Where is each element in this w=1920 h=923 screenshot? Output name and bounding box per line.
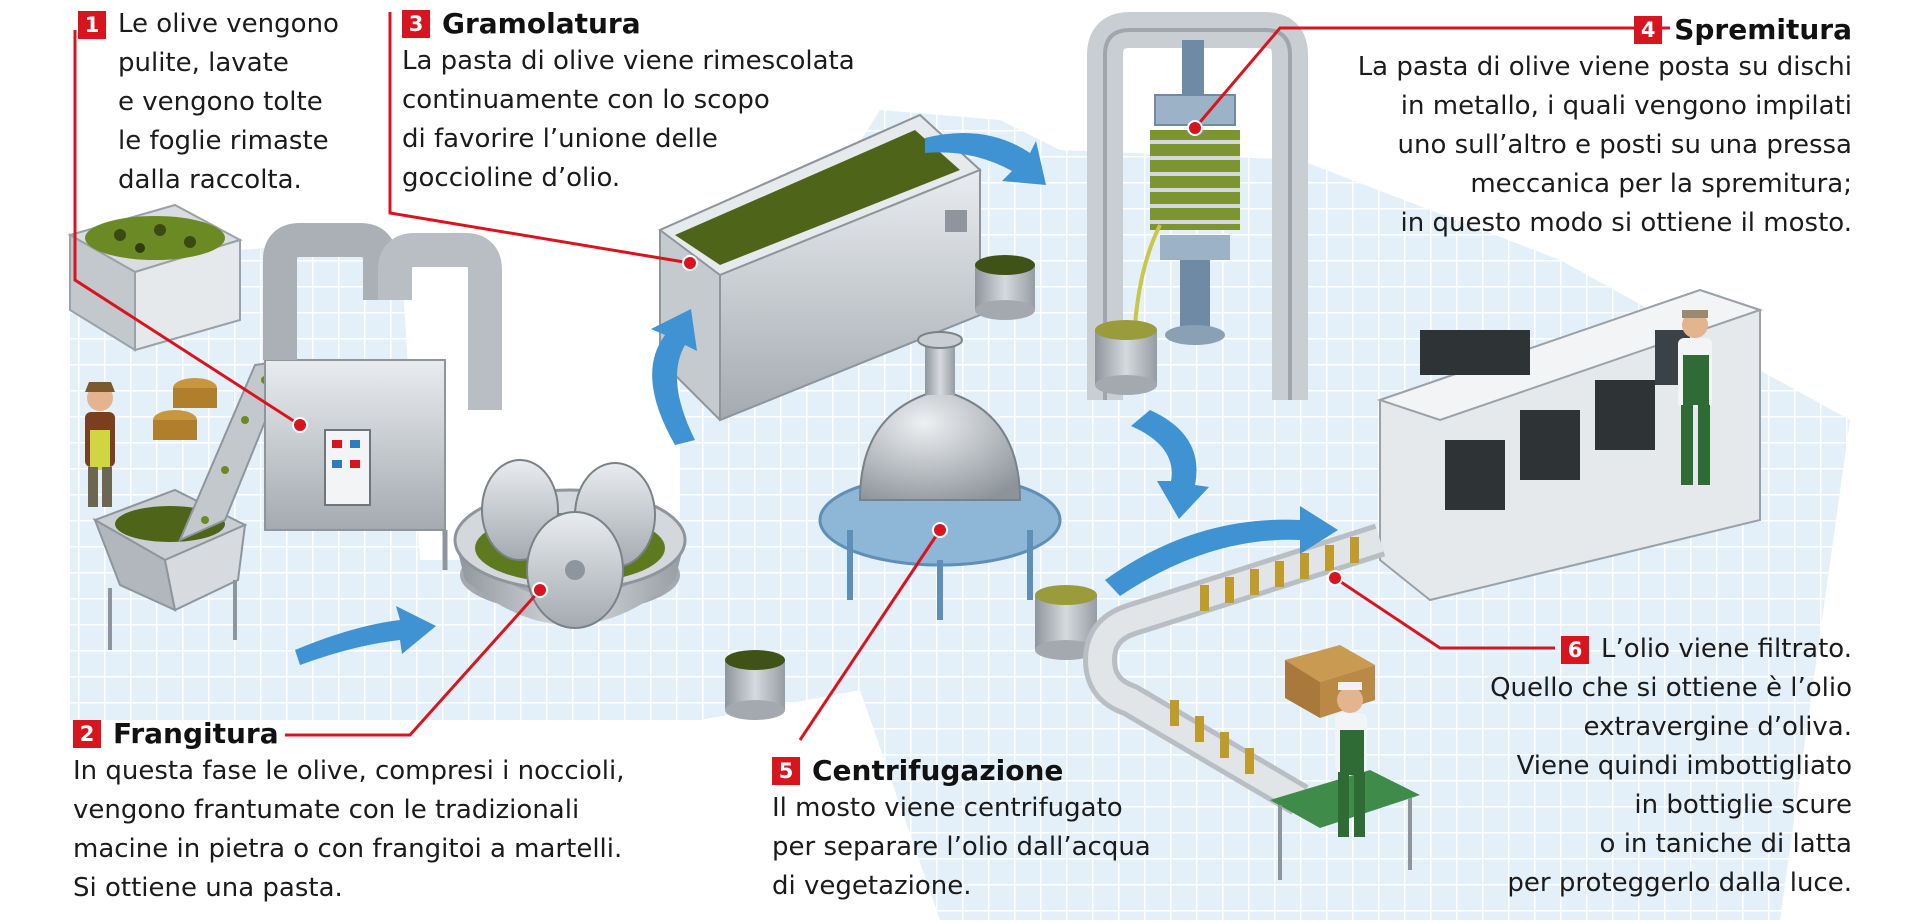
worker-icon (85, 382, 115, 507)
press-icon (1087, 12, 1308, 400)
step-number-badge: 3 (402, 10, 430, 38)
step-number-badge: 1 (78, 11, 106, 39)
step-number-badge: 6 (1561, 636, 1590, 664)
centrifuge-icon (818, 331, 1097, 660)
basket-icon (153, 378, 217, 440)
step-description: Il mosto viene centrifugato per separare… (772, 793, 1151, 901)
step-title: Centrifugazione (812, 754, 1064, 787)
flow-arrow-icon (925, 133, 1046, 185)
flow-arrow-icon (1105, 506, 1338, 596)
step-description: La pasta di olive viene posta su dischi … (1357, 52, 1852, 238)
step-title: Gramolatura (442, 7, 641, 40)
step-3-callout: 3 Gramolatura La pasta di olive viene ri… (402, 6, 855, 198)
step-2-callout: 2 Frangitura In questa fase le olive, co… (73, 716, 624, 908)
malaxer-icon (658, 113, 1035, 422)
flow-arrow-icon (295, 606, 436, 665)
step-5-callout: 5 Centrifugazione Il mosto viene centrif… (772, 753, 1151, 906)
bottling-line-icon (1082, 288, 1764, 880)
flow-arrow-icon (1131, 410, 1209, 519)
step-number-badge: 2 (73, 720, 101, 748)
leader-lines (73, 12, 1670, 741)
paste-bucket (725, 650, 785, 720)
bottle-row (1170, 537, 1359, 774)
step-description-first-line: L’olio viene filtrato. (1601, 634, 1852, 664)
flow-arrows (295, 133, 1338, 665)
step-title: Frangitura (113, 717, 279, 750)
step-1-callout: 1 Le olive vengono pulite, lavate e veng… (78, 5, 339, 200)
stone-mill-icon (453, 459, 785, 720)
step-4-callout: 4 Spremitura La pasta di olive viene pos… (1358, 12, 1852, 243)
worker-icon (1335, 682, 1367, 837)
step-6-callout: 6 L’olio viene filtrato. Quello che si o… (1490, 630, 1852, 903)
step-description: In questa fase le olive, compresi i nocc… (73, 756, 625, 903)
step-description: La pasta di olive viene rimescolata cont… (402, 46, 855, 193)
washing-station (67, 203, 502, 650)
oil-bucket (975, 255, 1035, 320)
worker-icon (1678, 310, 1712, 485)
washer-machine (263, 223, 502, 570)
step-title: Spremitura (1674, 13, 1852, 46)
oil-bucket (1095, 320, 1157, 395)
step-description: Quello che si ottiene è l’olio extraverg… (1490, 673, 1852, 898)
leader-dots (292, 120, 1343, 598)
disc-stack (1150, 130, 1240, 230)
step-description: Le olive vengono pulite, lavate e vengon… (118, 9, 339, 195)
olive-crate-icon (67, 203, 243, 352)
step-number-badge: 5 (772, 757, 800, 785)
step-number-badge: 4 (1634, 16, 1663, 44)
flow-arrow-icon (651, 309, 697, 445)
